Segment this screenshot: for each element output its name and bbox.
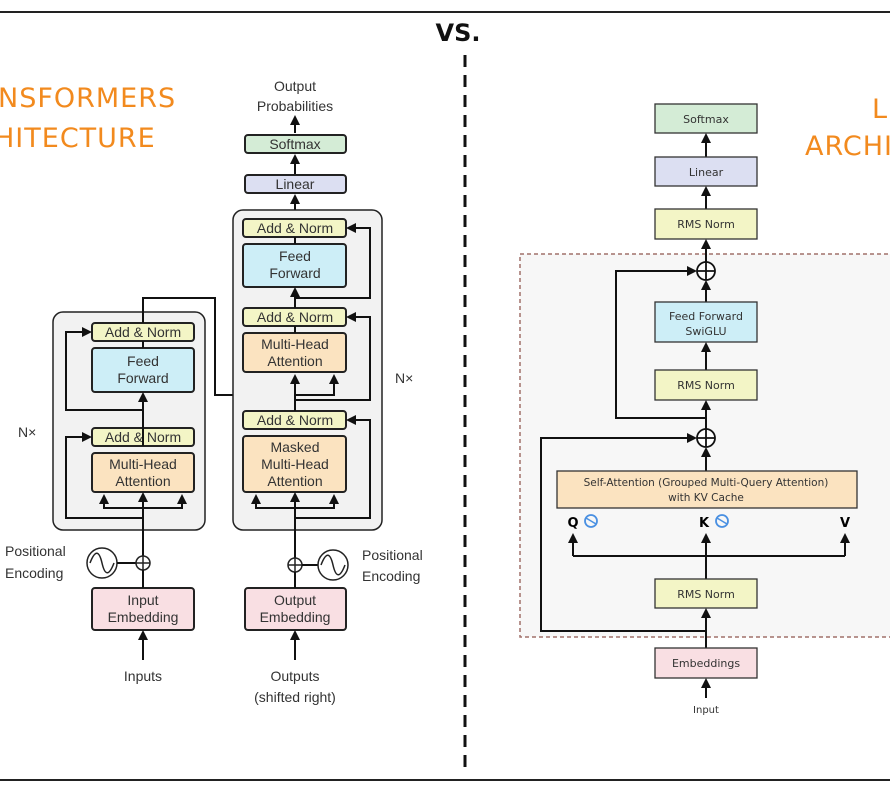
softmax-label-right: Softmax bbox=[683, 113, 729, 126]
add-circle-icon bbox=[696, 428, 716, 448]
outputs-shifted-label: (shifted right) bbox=[254, 689, 336, 705]
rms-norm-top-label: RMS Norm bbox=[677, 218, 735, 231]
encoder-ff-label-2: Forward bbox=[117, 370, 168, 386]
output-embedding-label-2: Embedding bbox=[260, 609, 331, 625]
decoder-positional-encoding-label: Positional bbox=[362, 547, 423, 563]
embeddings-label: Embeddings bbox=[672, 657, 740, 670]
masked-mha-label-1: Masked bbox=[270, 439, 319, 455]
decoder-nx-label: N× bbox=[395, 370, 413, 386]
softmax-block bbox=[244, 134, 347, 154]
outputs-label: Outputs bbox=[270, 668, 319, 684]
inputs-label: Inputs bbox=[124, 668, 162, 684]
softmax-label: Softmax bbox=[269, 136, 320, 152]
masked-mha-label-3: Attention bbox=[267, 473, 322, 489]
linear-label-right: Linear bbox=[689, 166, 724, 179]
linear-block bbox=[244, 174, 347, 194]
encoder-positional-encoding-label-2: Encoding bbox=[5, 565, 63, 581]
decoder-mha-label-1: Multi-Head bbox=[261, 336, 329, 352]
feed-forward-swiglu bbox=[654, 301, 758, 343]
self-attention-label-2: with KV Cache bbox=[668, 492, 744, 504]
linear-block-right bbox=[654, 156, 758, 187]
k-label: K bbox=[699, 516, 710, 531]
ff-swiglu-label-1: Feed Forward bbox=[669, 310, 743, 323]
right-title-line2: ARCHI bbox=[805, 131, 890, 162]
right-title-line1: L bbox=[872, 94, 888, 125]
rotary-embedding-icon bbox=[584, 514, 598, 528]
masked-mha-label-2: Multi-Head bbox=[261, 456, 329, 472]
input-embedding-label-2: Embedding bbox=[108, 609, 179, 625]
encoder-mha-label-2: Attention bbox=[115, 473, 170, 489]
output-probabilities-label: Output bbox=[274, 78, 316, 94]
q-label: Q bbox=[567, 516, 578, 531]
linear-label: Linear bbox=[276, 176, 315, 192]
rms-norm-mid-label: RMS Norm bbox=[677, 379, 735, 392]
output-embedding-label-1: Output bbox=[274, 592, 316, 608]
self-attention-gqa-block bbox=[556, 470, 858, 509]
encoder-nx-label: N× bbox=[18, 424, 36, 440]
decoder-mha-label-2: Attention bbox=[267, 353, 322, 369]
add-circle-icon bbox=[135, 555, 151, 571]
decoder-add-norm-mid-label: Add & Norm bbox=[257, 309, 333, 325]
encoder-positional-encoding-label: Positional bbox=[5, 543, 66, 559]
encoder-mha-label-1: Multi-Head bbox=[109, 456, 177, 472]
decoder-add-norm-bottom-label: Add & Norm bbox=[257, 412, 333, 428]
encoder-ff-label-1: Feed bbox=[127, 353, 159, 369]
ff-swiglu-label-2: SwiGLU bbox=[685, 325, 726, 338]
add-circle-icon bbox=[696, 261, 716, 281]
add-circle-icon bbox=[287, 557, 303, 573]
input-embedding-label-1: Input bbox=[127, 592, 158, 608]
decoder-add-norm-top-label: Add & Norm bbox=[257, 220, 333, 236]
rms-norm-bottom-label: RMS Norm bbox=[677, 588, 735, 601]
left-title-line1: NSFORMERS bbox=[0, 83, 176, 114]
self-attention-label-1: Self-Attention (Grouped Multi-Query Atte… bbox=[584, 477, 829, 489]
vs-label: VS. bbox=[436, 19, 481, 47]
v-label: V bbox=[840, 516, 850, 531]
sine-wave-icon bbox=[317, 549, 349, 581]
input-label: Input bbox=[693, 705, 719, 716]
output-probabilities-label-2: Probabilities bbox=[257, 98, 333, 114]
left-title-line2: HITECTURE bbox=[0, 123, 156, 154]
encoder-add-norm-top-label: Add & Norm bbox=[105, 324, 181, 340]
decoder-positional-encoding-label-2: Encoding bbox=[362, 568, 420, 584]
decoder-ff-label-1: Feed bbox=[279, 248, 311, 264]
rms-norm-bottom bbox=[654, 578, 758, 609]
rotary-embedding-icon bbox=[715, 514, 729, 528]
decoder-ff-label-2: Forward bbox=[269, 265, 320, 281]
sine-wave-icon bbox=[86, 547, 118, 579]
rms-norm-mid bbox=[654, 369, 758, 401]
